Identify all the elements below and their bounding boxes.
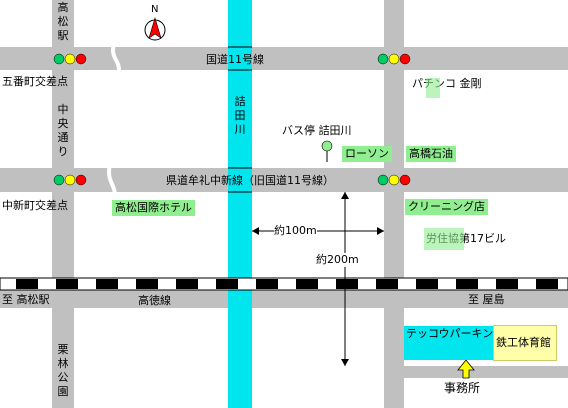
bus-stop-label: バス停 詰田川 — [282, 124, 352, 137]
station-access-road — [0, 290, 404, 308]
vchar: 高 — [57, 1, 69, 14]
railway-tie — [216, 279, 238, 289]
cleaning-label: クリーニング店 — [405, 199, 488, 215]
distance-200-arrow-top — [341, 192, 349, 199]
railway-tie — [176, 279, 198, 289]
vchar: 栗 — [57, 343, 69, 356]
vchar: 詰 — [234, 95, 246, 108]
railway-tie — [96, 279, 118, 289]
railway-tie — [136, 279, 158, 289]
distance-200-label: 約200m — [316, 253, 359, 267]
lawson-label: ローソン — [342, 146, 392, 162]
railway-tie — [56, 279, 78, 289]
tokusen-line-label: 高徳線 — [138, 294, 171, 307]
vchar: 中 — [57, 103, 69, 116]
takahashi-oil-label: 高橋石油 — [406, 146, 456, 162]
traffic-light-icon — [377, 53, 411, 65]
pachinko-label: パチンコ 金剛 — [412, 77, 482, 90]
road-break-mark — [111, 38, 121, 82]
yashima-access-road — [404, 290, 568, 308]
traffic-light-icon — [377, 174, 411, 186]
traffic-light-icon — [53, 174, 87, 186]
gym-label: 鉄工体育館 — [493, 325, 557, 361]
railway-tie — [296, 279, 318, 289]
office-arrow-icon — [457, 359, 475, 379]
ritsurin-park-vertical: 栗 林 公 園 — [56, 343, 70, 399]
nakashinmachi-intersection-label: 中新町交差点 — [2, 199, 68, 212]
railway — [0, 277, 568, 291]
tsumeda-river-vertical: 詰 田 川 — [233, 95, 247, 137]
route11-label: 国道11号線 — [206, 53, 264, 66]
railway-ties — [16, 279, 558, 289]
route11-road — [0, 47, 568, 70]
vchar: り — [57, 145, 69, 158]
railway-tie — [256, 279, 278, 289]
pachinko-building — [426, 78, 440, 98]
vchar: 松 — [57, 15, 69, 28]
to-yashima-label: 至 屋島 — [468, 293, 505, 306]
vchar: 林 — [57, 357, 69, 370]
railway-tie — [496, 279, 518, 289]
traffic-light-icon — [53, 53, 87, 65]
vchar: 田 — [234, 109, 246, 122]
parking-label: テッコウパーキング — [404, 326, 504, 360]
gobancho-intersection-label: 五番町交差点 — [2, 75, 68, 88]
north-compass-icon — [144, 16, 166, 41]
distance-100-arrow-left — [252, 227, 259, 235]
lower-road — [404, 366, 568, 378]
north-label: N — [151, 4, 159, 15]
vchar: 央 — [57, 117, 69, 130]
railway-tie — [456, 279, 478, 289]
railway-tie — [416, 279, 438, 289]
distance-100-label: 約100m — [274, 224, 317, 238]
railway-tie — [16, 279, 38, 289]
office-label: 事務所 — [444, 381, 481, 395]
vchar: 園 — [57, 385, 69, 398]
chuo-dori-vertical: 中 央 通 り — [56, 103, 70, 159]
hotel-label: 高松国際ホテル — [112, 200, 195, 216]
distance-200-arrow-bottom — [341, 359, 349, 366]
vchar: 公 — [57, 371, 69, 384]
takamatsu-station-vertical: 高 松 駅 — [56, 1, 70, 43]
prefectural-road-label: 県道牟礼中新線（旧国道11号線） — [166, 174, 334, 187]
rojukyo-building — [424, 228, 464, 250]
railway-tie — [536, 279, 558, 289]
distance-100-arrow-right — [377, 227, 384, 235]
prefectural-road — [0, 168, 568, 192]
bus-stop-icon — [321, 140, 333, 162]
vchar: 通 — [57, 131, 69, 144]
vchar: 駅 — [57, 29, 69, 42]
to-takamatsu-station-label: 至 高松駅 — [2, 293, 50, 306]
tsumeda-river — [228, 0, 252, 408]
railway-tie — [336, 279, 358, 289]
vchar: 川 — [234, 123, 246, 136]
railway-tie — [376, 279, 398, 289]
